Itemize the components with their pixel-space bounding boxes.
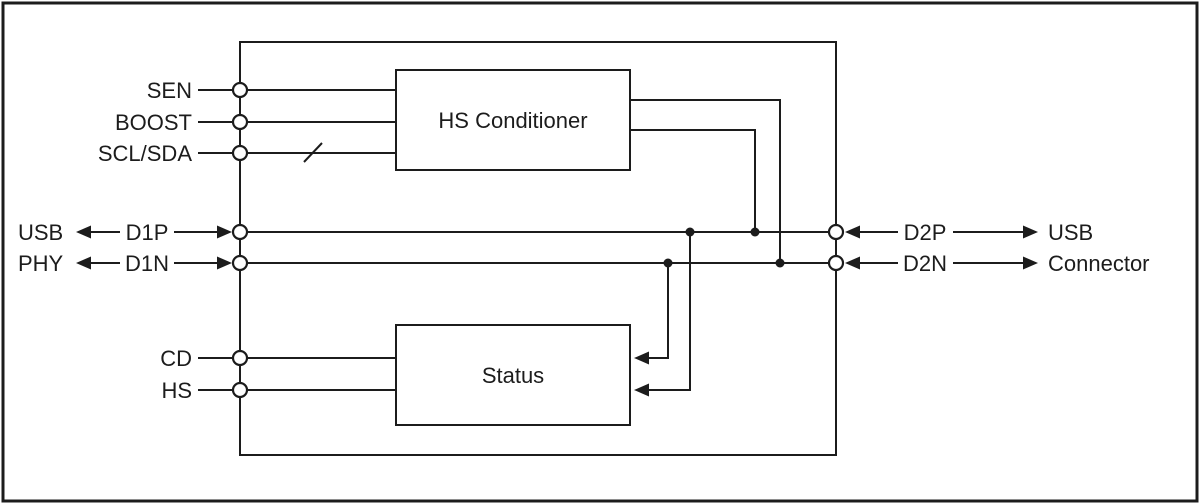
d2p-to-pin-arrowhead	[845, 225, 860, 239]
pin-label-d2p: D2P	[904, 220, 947, 245]
hs-conditioner-output-wire-top	[630, 99, 781, 263]
status-label: Status	[482, 363, 544, 388]
d1p-to-usb-arrowhead	[76, 225, 91, 239]
pin-label-d1p: D1P	[126, 220, 169, 245]
pin-label-hs: HS	[161, 378, 192, 403]
d2n-to-pin-arrowhead	[845, 256, 860, 270]
pin-label-sen: SEN	[147, 78, 192, 103]
junction-dot	[685, 227, 695, 237]
d1p-to-pin-arrowhead	[217, 225, 232, 239]
pin-label-boost: BOOST	[115, 110, 192, 135]
external-label-usb-connector-line1: USB	[1048, 220, 1093, 245]
d1n-to-pin-arrowhead	[217, 256, 232, 270]
pin-d2p	[827, 223, 845, 241]
junction-dot	[775, 258, 785, 268]
pin-boost	[231, 113, 249, 131]
pin-label-d1n: D1N	[125, 251, 169, 276]
external-label-usb-connector-line2: Connector	[1048, 251, 1150, 276]
status-input-arrowhead-upper	[634, 351, 649, 365]
hs-conditioner-output-wire-bottom	[630, 129, 756, 232]
pin-sen	[231, 81, 249, 99]
pin-d1p	[231, 223, 249, 241]
status-block	[395, 324, 631, 426]
status-input-wire-lower	[647, 232, 691, 391]
external-label-usb-phy-line2: PHY	[18, 251, 64, 276]
pin-d2n	[827, 254, 845, 272]
hs-conditioner-label: HS Conditioner	[438, 108, 587, 133]
junction-dot	[750, 227, 760, 237]
pin-d1n	[231, 254, 249, 272]
pin-label-d2n: D2N	[903, 251, 947, 276]
junction-dot	[663, 258, 673, 268]
pin-hs	[231, 381, 249, 399]
hs-conditioner-block	[395, 69, 631, 171]
d1n-to-phy-arrowhead	[76, 256, 91, 270]
external-label-usb-phy-line1: USB	[18, 220, 63, 245]
pin-scl-sda	[231, 144, 249, 162]
bus-slash	[303, 142, 323, 163]
pin-label-scl-sda: SCL/SDA	[98, 141, 192, 166]
status-input-wire-upper	[647, 263, 669, 359]
status-input-arrowhead-lower	[634, 383, 649, 397]
pin-cd	[231, 349, 249, 367]
d2p-to-connector-arrowhead	[1023, 225, 1038, 239]
d2n-to-connector-arrowhead	[1023, 256, 1038, 270]
pin-label-cd: CD	[160, 346, 192, 371]
